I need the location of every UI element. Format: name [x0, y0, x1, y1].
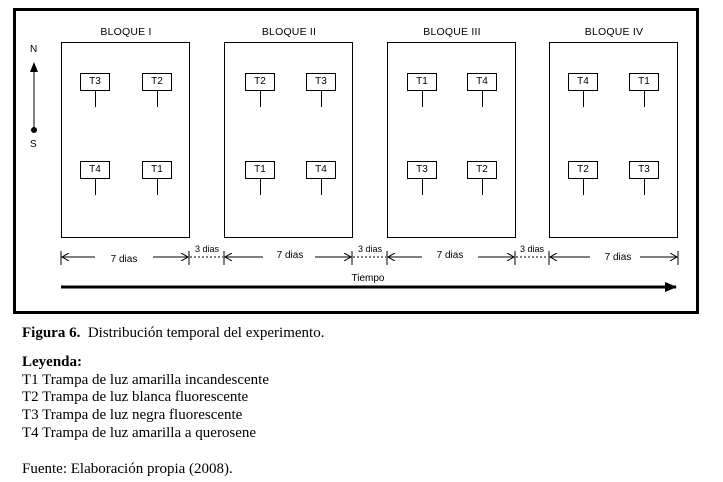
time-axis-label: Tiempo: [351, 273, 385, 284]
trap-stem: [321, 179, 322, 195]
trap-stem: [482, 91, 483, 107]
trap-stem: [644, 179, 645, 195]
block-title-3: BLOQUE III: [423, 26, 481, 38]
source-note: Fuente: Elaboración propia (2008).: [22, 461, 233, 477]
trap-stem: [95, 179, 96, 195]
legend-item-t4: T4 Trampa de luz amarilla a querosene: [22, 425, 257, 441]
trap-b4-top-right: T1: [629, 73, 659, 91]
gap-label-1: 3 dias: [194, 244, 220, 254]
trap-stem: [260, 179, 261, 195]
trap-b1-bottom-right: T1: [142, 161, 172, 179]
trap-stem: [644, 91, 645, 107]
figure-caption: Figura 6. Distribución temporal del expe…: [22, 325, 324, 342]
trap-b3-top-left: T1: [407, 73, 437, 91]
trap-stem: [482, 179, 483, 195]
trap-b1-bottom-left: T4: [80, 161, 110, 179]
trap-b4-top-left: T4: [568, 73, 598, 91]
legend-title: Leyenda:: [22, 354, 82, 370]
trap-b1-top-right: T2: [142, 73, 172, 91]
trap-stem: [422, 91, 423, 107]
figure-caption-label: Figura 6.: [22, 325, 81, 341]
legend-item-t2: T2 Trampa de luz blanca fluorescente: [22, 389, 249, 405]
block-title-2: BLOQUE II: [261, 26, 317, 38]
trap-stem: [157, 179, 158, 195]
trap-b3-top-right: T4: [467, 73, 497, 91]
legend-item-t1: T1 Trampa de luz amarilla incandescente: [22, 372, 269, 388]
compass-arrow: [30, 62, 38, 133]
trap-b4-bottom-right: T3: [629, 161, 659, 179]
trap-b3-bottom-right: T2: [467, 161, 497, 179]
period-label-3: 7 dias: [436, 250, 464, 261]
trap-b1-top-left: T3: [80, 73, 110, 91]
period-label-4: 7 dias: [604, 252, 632, 263]
trap-stem: [95, 91, 96, 107]
trap-b2-bottom-left: T1: [245, 161, 275, 179]
period-label-2: 7 dias: [276, 250, 304, 261]
trap-stem: [260, 91, 261, 107]
trap-b2-bottom-right: T4: [306, 161, 336, 179]
block-title-1: BLOQUE I: [100, 26, 152, 38]
trap-stem: [583, 179, 584, 195]
trap-stem: [422, 179, 423, 195]
trap-b3-bottom-left: T3: [407, 161, 437, 179]
figure-caption-text: Distribución temporal del experimento.: [87, 325, 325, 341]
north-label: N: [30, 44, 38, 55]
gap-label-3: 3 dias: [519, 244, 545, 254]
trap-stem: [321, 91, 322, 107]
trap-stem: [157, 91, 158, 107]
period-label-1: 7 dias: [110, 254, 138, 265]
trap-b2-top-right: T3: [306, 73, 336, 91]
gap-label-2: 3 dias: [357, 244, 383, 254]
block-title-4: BLOQUE IV: [584, 26, 644, 38]
legend-item-t3: T3 Trampa de luz negra fluorescente: [22, 407, 243, 423]
trap-b2-top-left: T2: [245, 73, 275, 91]
trap-stem: [583, 91, 584, 107]
south-label: S: [30, 139, 37, 150]
trap-b4-bottom-left: T2: [568, 161, 598, 179]
